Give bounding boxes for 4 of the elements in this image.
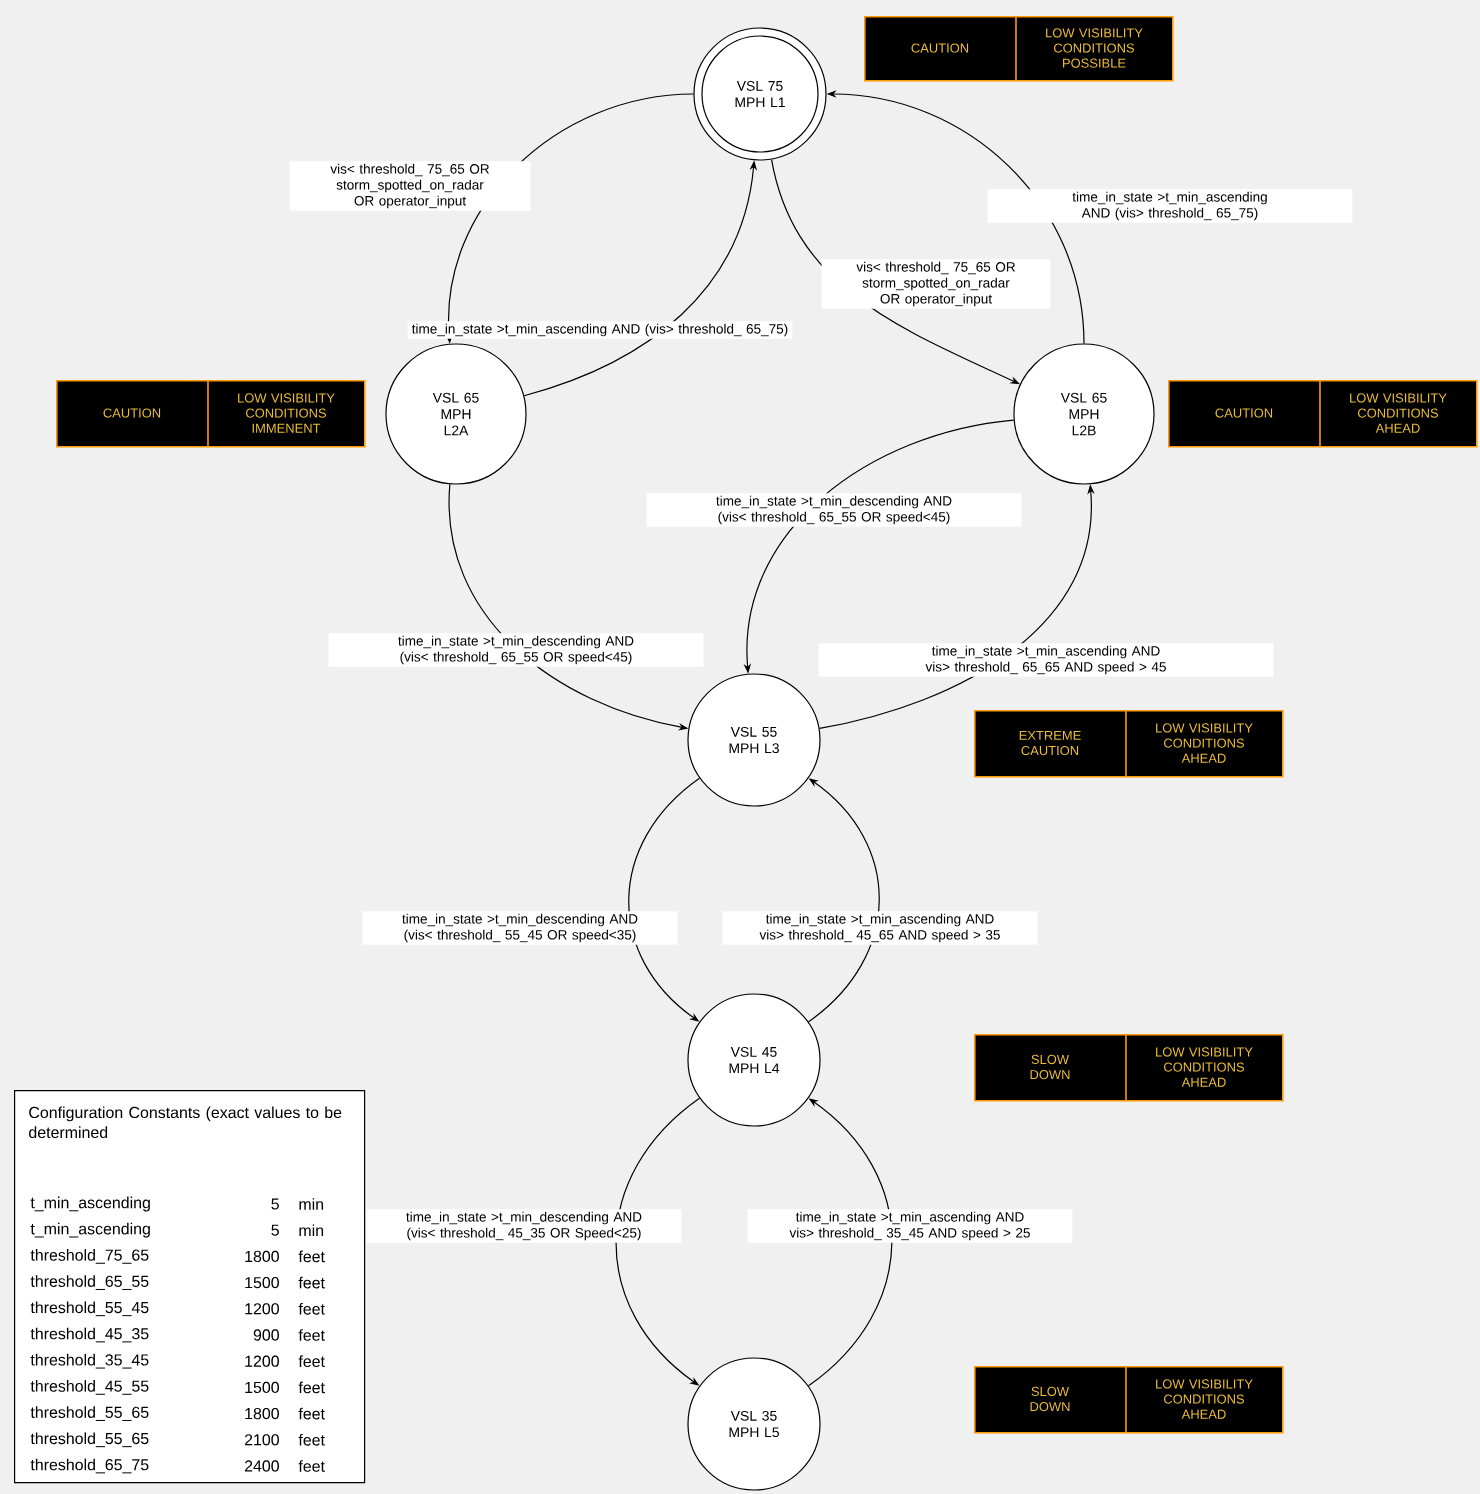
arrow bbox=[615, 1097, 701, 1386]
arrow bbox=[807, 1098, 893, 1387]
arrow bbox=[628, 777, 701, 1022]
arrow bbox=[807, 778, 880, 1023]
